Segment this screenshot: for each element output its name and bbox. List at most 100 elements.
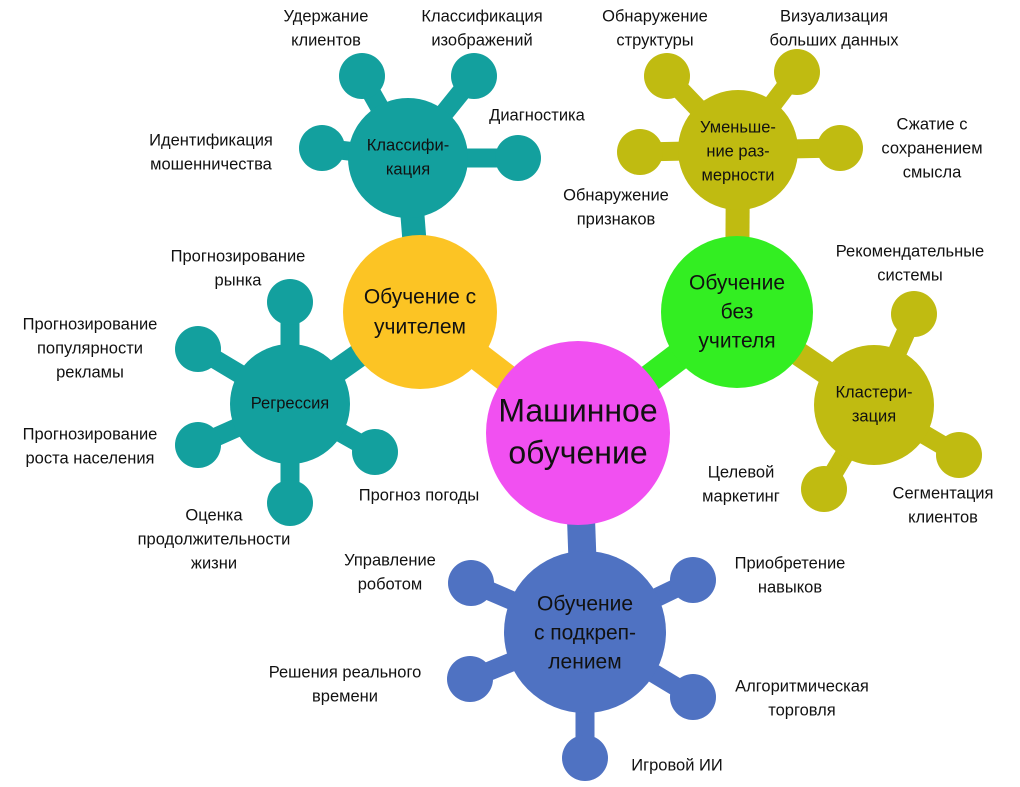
reinforcement-leaf-label: Алгоритмическая торговля [735, 677, 869, 719]
sub-classification [348, 98, 468, 218]
classification-leaf-ball [299, 125, 345, 171]
classification-leaf-label-line: Идентификация [149, 131, 273, 149]
classification-leaf-label-line: клиентов [291, 31, 361, 49]
hub-reinforcement [504, 551, 666, 713]
reinforcement-leaf-label-line: торговля [768, 701, 836, 719]
dimreduction-leaf-label-line: смысла [903, 163, 962, 181]
clustering-leaf-label-line: Рекомендательные [836, 242, 984, 260]
reinforcement-leaf-label: Решения реального времени [269, 663, 422, 705]
sub-dimreduction-label-line: мерности [701, 166, 774, 184]
sub-clustering-label: Кластери-зация [835, 383, 912, 425]
clustering-leaf-label: Рекомендательные системы [836, 242, 984, 284]
center-node [486, 341, 670, 525]
reinforcement-leaf-label-line: Игровой ИИ [631, 756, 723, 774]
reinforcement-leaf-ball [670, 674, 716, 720]
hub-unsupervised-label-line: учителя [698, 330, 775, 353]
reinforcement-leaf-label-line: времени [312, 687, 378, 705]
clustering-leaf-ball [801, 466, 847, 512]
regression-leaf-label-line: рекламы [56, 363, 124, 381]
classification-leaf-ball [451, 53, 497, 99]
dimreduction-leaf-label-line: сохранением [881, 139, 982, 157]
regression-leaf-label-line: Прогнозирование [23, 425, 158, 443]
dimreduction-leaf-label-line: Обнаружение [563, 186, 669, 204]
hub-supervised-label-line: Обучение с [364, 286, 476, 309]
classification-leaf-label-line: Удержание [284, 7, 369, 25]
sub-dimreduction-label-line: ние раз- [706, 142, 769, 160]
classification-leaf-label-line: изображений [431, 31, 532, 49]
dimreduction-leaf-label-line: Сжатие с [897, 115, 968, 133]
reinforcement-leaf-label-line: навыков [758, 578, 822, 596]
regression-leaf-label-line: Прогноз погоды [359, 486, 480, 504]
reinforcement-leaf-label: Приобретение навыков [735, 554, 846, 596]
clustering-leaf-label: Целевой маркетинг [702, 463, 780, 505]
sub-clustering-label-line: Кластери- [835, 383, 912, 401]
regression-leaf-label-line: рынка [215, 271, 263, 289]
reinforcement-leaf-label: Игровой ИИ [631, 756, 723, 774]
regression-leaf-ball [352, 429, 398, 475]
sub-clustering [814, 345, 934, 465]
dimreduction-leaf-ball [817, 125, 863, 171]
hub-unsupervised-label-line: без [721, 301, 754, 324]
dimreduction-leaf-label-line: признаков [577, 210, 656, 228]
classification-leaf-label: Диагностика [489, 106, 585, 124]
sub-regression-label-line: Регрессия [251, 394, 329, 412]
clustering-leaf-ball [936, 432, 982, 478]
regression-leaf-ball [175, 326, 221, 372]
regression-leaf-ball [267, 279, 313, 325]
clustering-leaf-label-line: Сегментация [893, 484, 994, 502]
reinforcement-leaf-ball [562, 735, 608, 781]
dimreduction-leaf-label: Сжатие с сохранением смысла [881, 115, 982, 181]
clustering-leaf-label-line: Целевой [708, 463, 775, 481]
sub-classification-label-line: Классифи- [367, 136, 449, 154]
dimreduction-leaf-ball [617, 129, 663, 175]
regression-leaf-label-line: Прогнозирование [171, 247, 306, 265]
sub-regression-label: Регрессия [251, 394, 329, 412]
classification-leaf-label: Идентификация мошенничества [149, 131, 273, 173]
classification-leaf-ball [495, 135, 541, 181]
regression-leaf-label-line: популярности [37, 339, 143, 357]
reinforcement-leaf-ball [670, 557, 716, 603]
sub-clustering-label-line: зация [852, 407, 896, 425]
dimreduction-leaf-label-line: Визуализация [780, 7, 888, 25]
classification-leaf-ball [339, 53, 385, 99]
sub-classification-label: Классифи-кация [367, 136, 449, 178]
reinforcement-leaf-label-line: Решения реального [269, 663, 422, 681]
classification-leaf-label: Удержание клиентов [284, 7, 369, 49]
regression-leaf-ball [267, 480, 313, 526]
reinforcement-leaf-ball [448, 560, 494, 606]
dimreduction-leaf-label: Обнаружение признаков [563, 186, 669, 228]
clustering-leaf-label-line: системы [877, 266, 942, 284]
center-label-line: обучение [508, 434, 647, 470]
regression-leaf-label-line: продолжительности [138, 530, 291, 548]
sub-dimreduction-label-line: Уменьше- [700, 118, 776, 136]
reinforcement-leaf-label-line: роботом [358, 575, 423, 593]
dimreduction-leaf-label-line: структуры [616, 31, 693, 49]
dimreduction-leaf-ball [774, 49, 820, 95]
reinforcement-leaf-label-line: Алгоритмическая [735, 677, 869, 695]
hub-supervised-label-line: учителем [374, 316, 466, 339]
hub-unsupervised-label: Обучение без учителя [689, 272, 785, 353]
classification-leaf-label-line: мошенничества [150, 155, 273, 173]
regression-leaf-label-line: роста населения [26, 449, 155, 467]
hub-unsupervised-label-line: Обучение [689, 272, 785, 295]
nodes-layer [175, 49, 982, 781]
clustering-leaf-label-line: маркетинг [702, 487, 780, 505]
regression-leaf-label: Прогнозирование роста населения [23, 425, 158, 467]
sub-dimreduction-label: Уменьше-ние раз-мерности [700, 118, 776, 184]
regression-leaf-label: Прогнозирование рынка [171, 247, 306, 289]
hub-reinforcement-label-line: с подкреп- [534, 622, 636, 645]
reinforcement-leaf-label-line: Приобретение [735, 554, 846, 572]
sub-classification-label-line: кация [386, 160, 430, 178]
reinforcement-leaf-ball [447, 656, 493, 702]
dimreduction-leaf-label: Визуализация больших данных [770, 7, 900, 49]
dimreduction-leaf-ball [644, 53, 690, 99]
dimreduction-leaf-label-line: больших данных [770, 31, 900, 49]
